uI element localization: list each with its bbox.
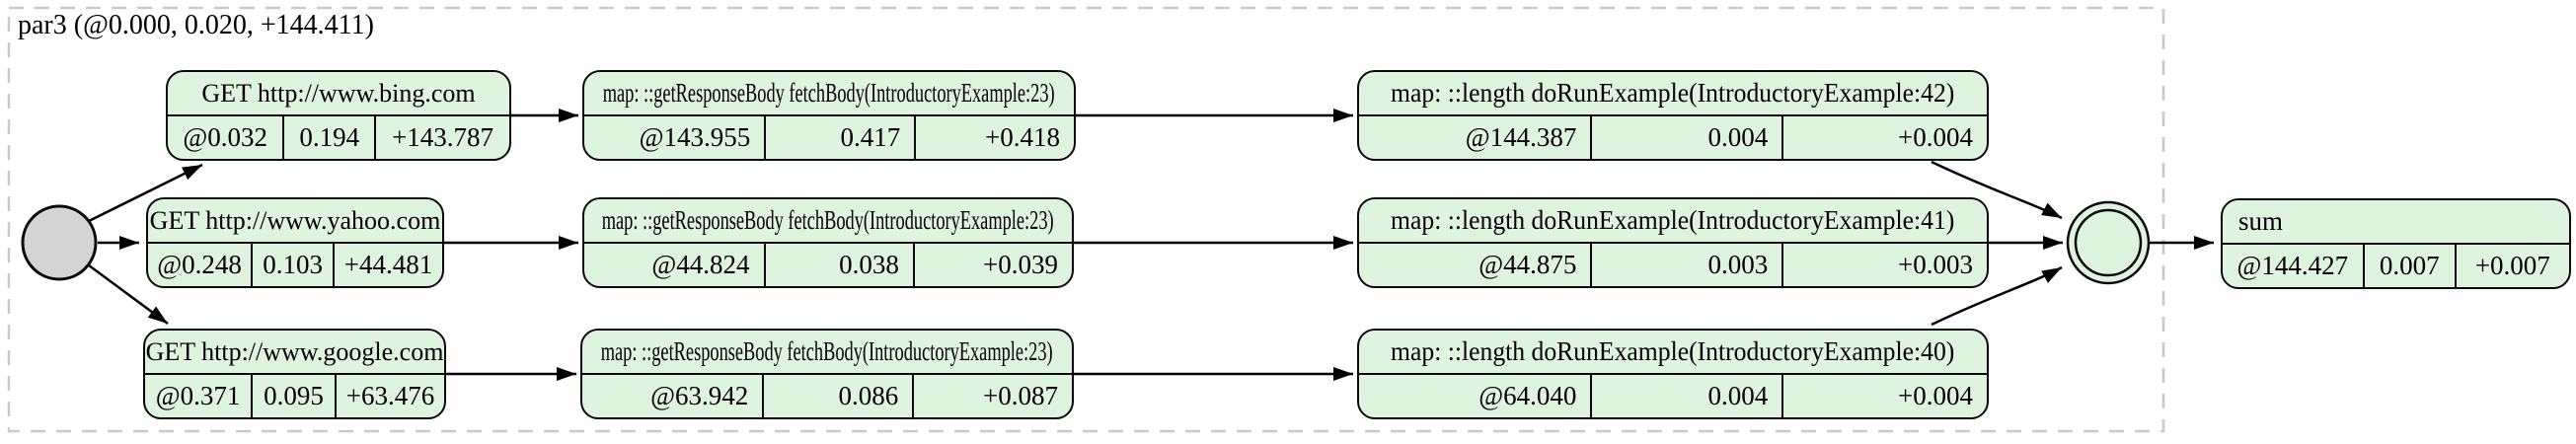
node-stats-row: @144.387 0.004 +0.004 — [1359, 116, 1987, 159]
stat-own-time: 0.004 — [1590, 116, 1781, 159]
stat-own-time: 0.417 — [764, 116, 914, 159]
stat-start-time: @143.955 — [639, 122, 751, 152]
stat-start-time: @144.427 — [2236, 251, 2349, 280]
stat-start-time: @144.387 — [1465, 122, 1577, 152]
node-title: GET http://www.yahoo.com — [148, 199, 442, 244]
stat-own-time: 0.194 — [282, 116, 374, 159]
node-title: GET http://www.bing.com — [168, 72, 509, 116]
node-get-yahoo: GET http://www.yahoo.com @0.248 0.103 +4… — [146, 197, 444, 288]
node-stats-row: @44.875 0.003 +0.003 — [1359, 244, 1987, 286]
stat-own-time: 0.095 — [251, 375, 335, 417]
stat-total-time: +0.004 — [1781, 116, 1987, 159]
node-map-length-row1: map: ::length doRunExample(IntroductoryE… — [1357, 70, 1989, 161]
node-stats-row: @0.371 0.095 +63.476 — [145, 375, 444, 417]
node-stats-row: @144.427 0.007 +0.007 — [2223, 245, 2569, 287]
node-map-length-row2: map: ::length doRunExample(IntroductoryE… — [1357, 197, 1989, 288]
stat-total-time: +0.003 — [1781, 244, 1987, 286]
stat-total-time: +0.087 — [912, 375, 1072, 417]
edge-map-length-row1-to-end — [1931, 160, 2063, 220]
node-stats-row: @63.942 0.086 +0.087 — [582, 375, 1072, 417]
edge-map-length-row3-to-end — [1931, 265, 2063, 327]
node-stats-row: @64.040 0.004 +0.004 — [1359, 375, 1987, 417]
node-title: map: ::length doRunExample(IntroductoryE… — [1359, 72, 1987, 116]
stat-start-time: @0.248 — [157, 250, 242, 279]
stat-total-time: +0.418 — [914, 116, 1074, 159]
node-title: GET http://www.google.com — [145, 331, 444, 375]
cluster-par3-boundary — [7, 6, 2165, 433]
node-stats-row: @143.955 0.417 +0.418 — [584, 116, 1074, 159]
node-get-google: GET http://www.google.com @0.371 0.095 +… — [143, 329, 446, 419]
stat-start-time: @44.875 — [1478, 250, 1577, 279]
node-title: map: ::getResponseBody fetchBody(Introdu… — [582, 331, 1072, 375]
node-get-bing: GET http://www.bing.com @0.032 0.194 +14… — [166, 70, 511, 161]
stat-own-time: 0.038 — [763, 244, 913, 286]
cluster-par3-label: par3 (@0.000, 0.020, +144.411) — [18, 10, 374, 40]
node-sum: sum @144.427 0.007 +0.007 — [2221, 198, 2571, 289]
stat-total-time: +0.007 — [2454, 245, 2569, 287]
node-stats-row: @44.824 0.038 +0.039 — [584, 244, 1072, 286]
stat-start-time: @44.824 — [651, 250, 750, 279]
stat-total-time: +0.039 — [912, 244, 1072, 286]
node-title: map: ::getResponseBody fetchBody(Introdu… — [584, 72, 1074, 116]
stat-own-time: 0.103 — [251, 244, 333, 286]
node-map-getresponsebody-row3: map: ::getResponseBody fetchBody(Introdu… — [580, 329, 1074, 419]
stat-start-time: @0.032 — [183, 122, 267, 152]
stat-own-time: 0.004 — [1590, 375, 1781, 417]
stat-own-time: 0.003 — [1590, 244, 1781, 286]
node-title: map: ::getResponseBody fetchBody(Introdu… — [584, 199, 1072, 244]
end-node-inner-circle — [2074, 208, 2143, 277]
stat-own-time: 0.086 — [762, 375, 912, 417]
stat-start-time: @64.040 — [1478, 381, 1577, 410]
node-title: map: ::length doRunExample(IntroductoryE… — [1359, 199, 1987, 244]
stat-own-time: 0.007 — [2362, 245, 2455, 287]
edge-start-to-bing — [84, 163, 203, 225]
start-node-circle — [21, 204, 98, 281]
stat-start-time: @0.371 — [155, 381, 241, 410]
stat-total-time: +143.787 — [374, 116, 509, 159]
stat-start-time: @63.942 — [650, 381, 749, 410]
node-map-getresponsebody-row2: map: ::getResponseBody fetchBody(Introdu… — [582, 197, 1074, 288]
stat-total-time: +0.004 — [1781, 375, 1987, 417]
node-title: map: ::length doRunExample(IntroductoryE… — [1359, 331, 1987, 375]
edge-start-to-google — [84, 260, 169, 326]
node-stats-row: @0.248 0.103 +44.481 — [148, 244, 442, 286]
node-stats-row: @0.032 0.194 +143.787 — [168, 116, 509, 159]
stat-total-time: +44.481 — [332, 244, 442, 286]
stat-total-time: +63.476 — [334, 375, 444, 417]
node-map-length-row3: map: ::length doRunExample(IntroductoryE… — [1357, 329, 1989, 419]
node-map-getresponsebody-row1: map: ::getResponseBody fetchBody(Introdu… — [582, 70, 1076, 161]
node-title: sum — [2223, 200, 2569, 245]
